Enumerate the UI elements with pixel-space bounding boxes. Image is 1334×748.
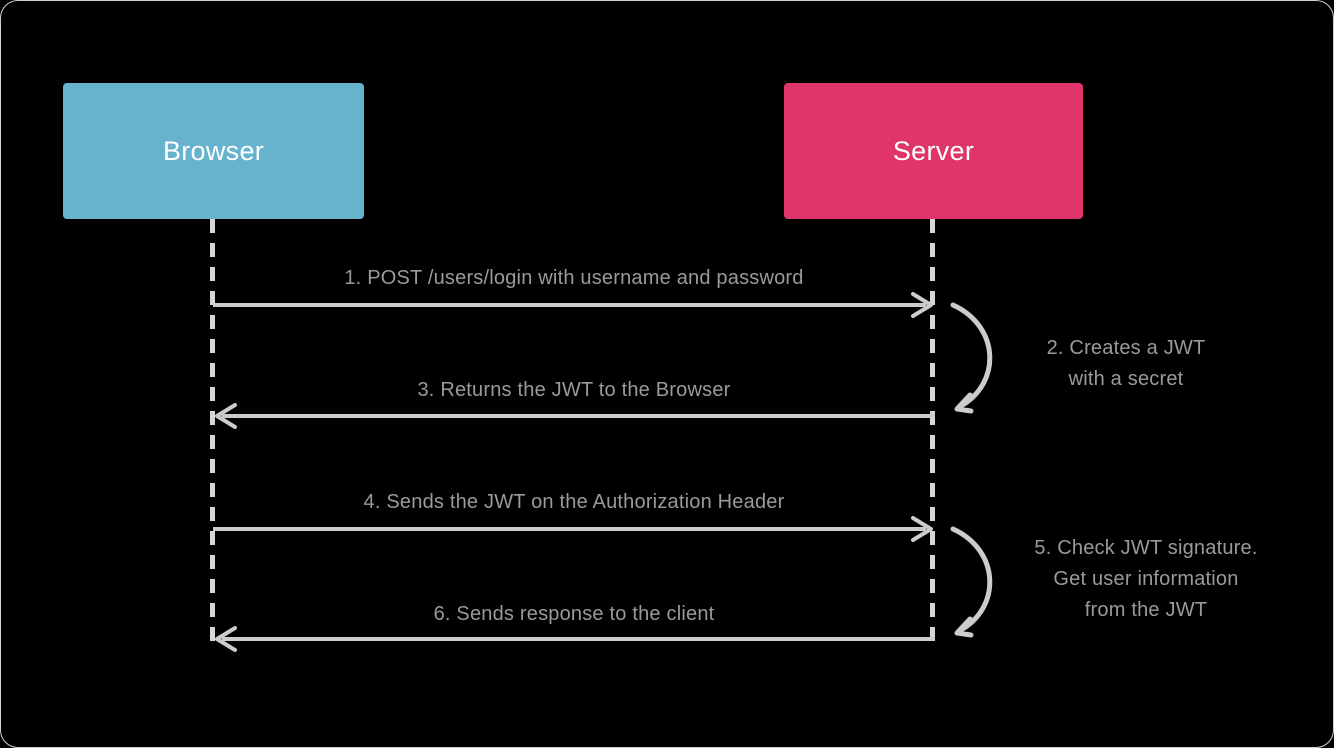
lifeline-server	[930, 219, 935, 651]
actor-box-browser: Browser	[63, 83, 364, 219]
note-label-5: 5. Check JWT signature. Get user informa…	[1034, 537, 1258, 621]
message-label-4: 4. Sends the JWT on the Authorization He…	[363, 491, 785, 513]
message-arrow-6	[215, 626, 935, 652]
note-label-2: 2. Creates a JWT with a secret	[1046, 337, 1206, 390]
self-loop-arrow-2	[950, 302, 993, 414]
actor-box-server: Server	[784, 83, 1083, 219]
message-arrow-1	[213, 292, 933, 318]
actor-label-browser: Browser	[162, 135, 265, 166]
message-label-6: 6. Sends response to the client	[433, 603, 715, 625]
actor-label-server: Server	[892, 135, 975, 166]
message-arrow-4	[213, 516, 933, 542]
self-loop-arrow-5	[950, 526, 993, 638]
message-arrow-3	[215, 403, 935, 429]
lifeline-browser	[210, 219, 215, 651]
message-label-1: 1. POST /users/login with username and p…	[344, 267, 804, 289]
message-label-3: 3. Returns the JWT to the Browser	[417, 379, 731, 401]
